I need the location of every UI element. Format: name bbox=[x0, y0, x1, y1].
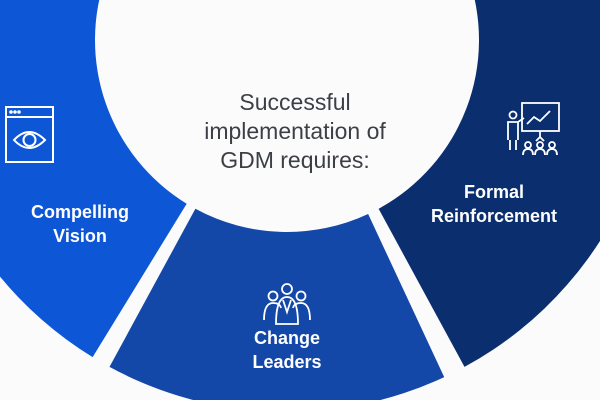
label-line: Formal bbox=[463, 182, 524, 202]
segment-label-change-leaders: Change Leaders bbox=[217, 326, 357, 374]
label-line: Leaders bbox=[252, 352, 322, 372]
segment-label-formal-reinforcement: Formal Reinforcement bbox=[424, 180, 564, 228]
title-line: GDM requires: bbox=[220, 147, 370, 173]
segment-label-compelling-vision: Compelling Vision bbox=[10, 200, 150, 248]
segment-compelling-vision bbox=[0, 0, 187, 358]
title-line: Successful bbox=[239, 89, 351, 115]
title-line: implementation of bbox=[204, 118, 386, 144]
label-line: Compelling bbox=[31, 202, 129, 222]
team-group-icon bbox=[263, 283, 311, 325]
label-line: Reinforcement bbox=[430, 206, 558, 226]
diagram-title: Successful implementation of GDM require… bbox=[195, 88, 395, 175]
eye-window-icon bbox=[5, 106, 54, 163]
segment-formal-reinforcement bbox=[378, 0, 600, 367]
presentation-icon bbox=[507, 102, 560, 156]
label-line: Change bbox=[253, 328, 320, 348]
label-line: Vision bbox=[53, 226, 107, 246]
